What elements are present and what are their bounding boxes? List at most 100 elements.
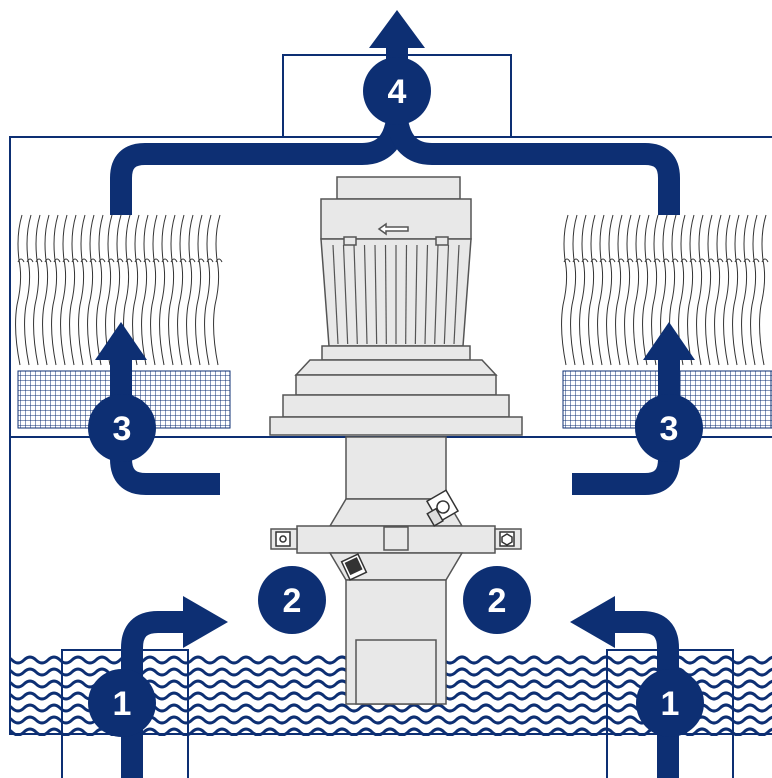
arrow-head-top-icon [369, 10, 425, 48]
fill-media-right [561, 214, 769, 366]
fill-strand [186, 214, 194, 366]
fill-strand [696, 214, 704, 366]
fill-strand [723, 214, 731, 366]
step-3-left-label: 3 [113, 410, 132, 448]
fill-strand [741, 214, 749, 366]
fill-strand [24, 214, 32, 366]
fill-strand [96, 214, 104, 366]
fill-strand [150, 214, 158, 366]
fill-loop [689, 258, 697, 263]
fill-loop [107, 258, 115, 263]
fill-strand [15, 214, 23, 366]
fill-strand [624, 214, 632, 366]
fill-strand [69, 214, 77, 366]
fill-strand [141, 214, 149, 366]
fill-strand [633, 214, 641, 366]
step-1-right-badge [636, 669, 704, 737]
fill-loop [644, 258, 652, 263]
fill-loop [680, 258, 688, 263]
fill-loop [188, 258, 196, 263]
fill-loop [707, 258, 715, 263]
motor-fin [342, 244, 349, 345]
fill-loop [125, 258, 133, 263]
fill-strand [615, 214, 623, 366]
fill-strand [579, 214, 587, 366]
fill-media-left [15, 214, 223, 366]
motor-fin [384, 244, 387, 345]
fill-loop [206, 258, 214, 263]
fill-loop [35, 258, 43, 263]
motor-fin [374, 244, 378, 345]
fill-loop [743, 258, 751, 263]
motor-fin [453, 244, 460, 345]
fill-strand [195, 214, 203, 366]
fill-loop [179, 258, 187, 263]
fill-loop [626, 258, 634, 263]
step-2-right-badge [463, 566, 531, 634]
fill-loop [170, 258, 178, 263]
motor-fin [414, 244, 418, 345]
fill-loop [98, 258, 106, 263]
fill-loop [698, 258, 706, 263]
arrow-heads [95, 10, 695, 648]
fill-loop [617, 258, 625, 263]
direction-arrow-icon [377, 222, 409, 236]
step-1-left-badge [88, 669, 156, 737]
motor-fin [424, 244, 429, 345]
fill-strand [606, 214, 614, 366]
fill-loop [71, 258, 79, 263]
fill-strand [732, 214, 740, 366]
fill-strand [642, 214, 650, 366]
fill-loop [563, 258, 571, 263]
fill-strand [570, 214, 578, 366]
step-4-label: 4 [388, 73, 407, 111]
motor-fin [405, 244, 408, 345]
fill-loop [17, 258, 25, 263]
fill-loop [671, 258, 679, 263]
fill-loop [53, 258, 61, 263]
fill-strand [87, 214, 95, 366]
step-3-right-badge [635, 394, 703, 462]
fill-loop [62, 258, 70, 263]
fill-loop [89, 258, 97, 263]
fill-loop [197, 258, 205, 263]
arrow-head-right3-icon [643, 322, 695, 360]
step-2-right-label: 2 [488, 582, 507, 620]
fill-strand [705, 214, 713, 366]
step-2-left-label: 2 [283, 582, 302, 620]
fill-loop [653, 258, 661, 263]
motor-fin [353, 244, 358, 345]
fill-loop [761, 258, 769, 263]
fill-strand [105, 214, 113, 366]
fill-loop [152, 258, 160, 263]
step-3-left-badge [88, 394, 156, 462]
step-2-left-badge [258, 566, 326, 634]
fill-loop [725, 258, 733, 263]
fill-strand [597, 214, 605, 366]
fill-strand [168, 214, 176, 366]
flow-arrows [110, 45, 680, 778]
fill-strand [687, 214, 695, 366]
fill-strand [714, 214, 722, 366]
fill-loop [44, 258, 52, 263]
arrow-head-left3-icon [95, 322, 147, 360]
fill-strand [204, 214, 212, 366]
arrow-head-right1-icon [570, 596, 615, 648]
arrow-head-left1-icon [183, 596, 228, 648]
fill-loop [590, 258, 598, 263]
fill-strand [213, 214, 221, 366]
fill-strand [588, 214, 596, 366]
motor-fin [434, 244, 439, 345]
fill-strand [132, 214, 140, 366]
motor-fin [363, 244, 368, 345]
fill-loop [608, 258, 616, 263]
fill-strand [159, 214, 167, 366]
step-4-badge [363, 57, 431, 125]
step-3-right-label: 3 [660, 410, 679, 448]
motor-fin [332, 244, 339, 345]
fill-loop [26, 258, 34, 263]
fill-loop [635, 258, 643, 263]
fill-strand [51, 214, 59, 366]
fill-loop [116, 258, 124, 263]
